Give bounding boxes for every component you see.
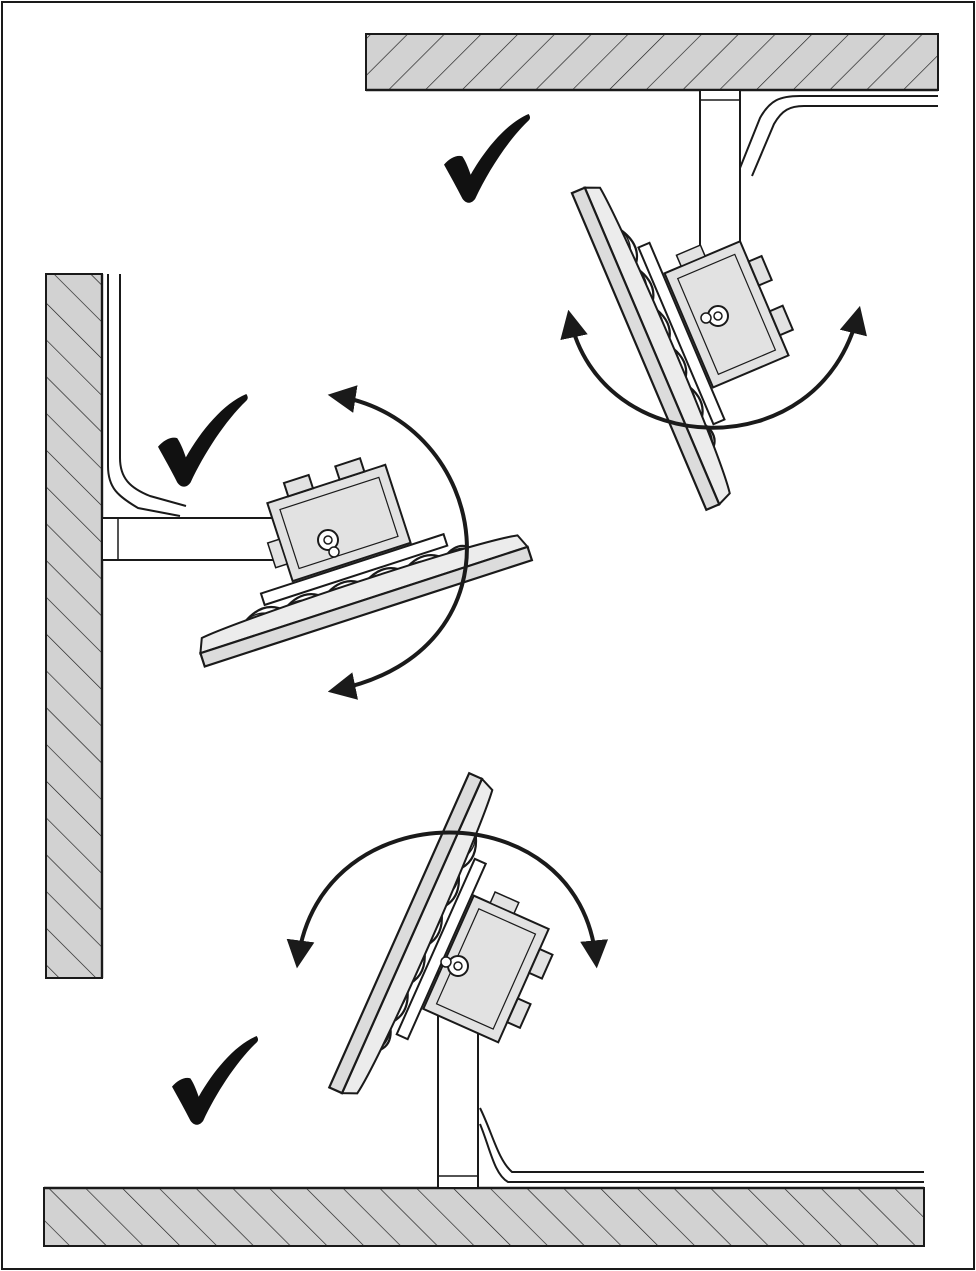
floor-surface — [43, 1187, 925, 1247]
floor-mount-group — [43, 772, 925, 1247]
wall-mount-group — [45, 273, 534, 979]
ceiling-surface — [365, 33, 939, 91]
ceiling-mount-group — [365, 33, 939, 511]
curved-double-arrow-icon — [286, 830, 609, 969]
checkmark-icon — [158, 394, 248, 487]
curved-double-arrow-icon — [560, 305, 867, 430]
checkmark-icon — [444, 114, 531, 203]
curved-double-arrow-icon — [327, 385, 469, 700]
checkmark-icon — [172, 1036, 259, 1125]
ceiling-conduit — [739, 95, 938, 169]
wall-surface — [45, 273, 103, 979]
floor-pivot-bolt — [447, 955, 469, 977]
wall-conduit — [107, 274, 181, 517]
floor-conduit — [479, 1107, 924, 1173]
